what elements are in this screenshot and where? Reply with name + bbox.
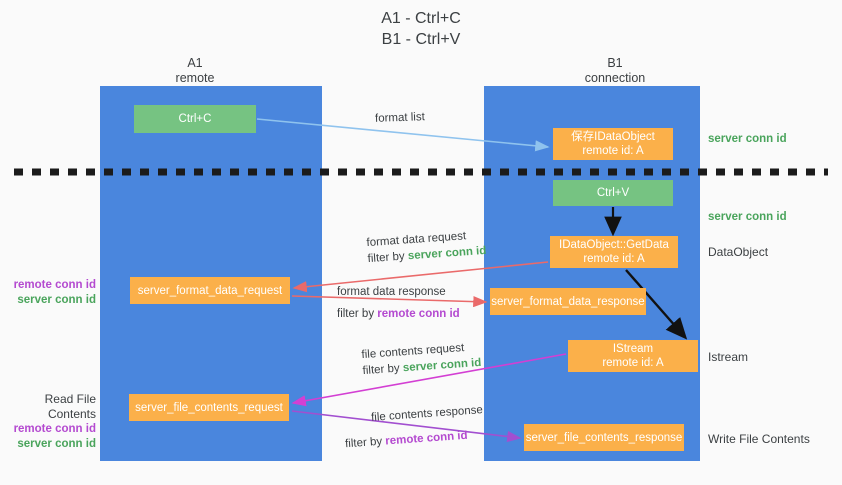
- label-group-conn-ids-lower: Read File Contents remote conn id server…: [4, 392, 96, 452]
- box-ctrl-v-label: Ctrl+V: [596, 187, 630, 199]
- box-istream-line1: IStream: [612, 343, 654, 355]
- box-save-idataobject-line2: remote id: A: [582, 145, 644, 157]
- label-write-file-contents: Write File Contents: [708, 432, 810, 446]
- box-server-format-data-response-label: server_format_data_response: [491, 295, 645, 308]
- box-idataobject-getdata[interactable]: IDataObject::GetData remote id: A: [550, 236, 678, 268]
- filter-key-server-conn-id: server conn id: [407, 244, 487, 263]
- flow-label-file-contents-response-filter: filter by remote conn id: [345, 428, 469, 453]
- box-ctrl-c[interactable]: Ctrl+C: [134, 105, 256, 133]
- label-server-conn-id-upper: server conn id: [17, 294, 96, 306]
- filter-key-remote-conn-id: remote conn id: [377, 308, 460, 320]
- flow-format-data-response-title: format data response: [337, 286, 446, 298]
- box-ctrl-c-label: Ctrl+C: [178, 113, 212, 125]
- flow-label-file-contents-response: file contents response: [370, 404, 484, 424]
- title-line-1: A1 - Ctrl+C: [381, 10, 461, 27]
- label-read-file-contents: Read File Contents: [44, 392, 96, 421]
- title-line-2: B1 - Ctrl+V: [381, 31, 461, 48]
- filter-key-server-conn-id: server conn id: [402, 356, 482, 375]
- box-server-file-contents-response[interactable]: server_file_contents_response: [524, 424, 684, 451]
- box-save-idataobject[interactable]: 保存IDataObject remote id: A: [553, 128, 673, 160]
- box-save-idataobject-line1: 保存IDataObject: [571, 131, 655, 143]
- box-getdata-line1: IDataObject::GetData: [559, 239, 669, 251]
- label-group-conn-ids-upper: remote conn id server conn id: [8, 278, 96, 308]
- filter-prefix: filter by: [337, 308, 378, 320]
- box-ctrl-v[interactable]: Ctrl+V: [553, 180, 673, 206]
- label-remote-conn-id-upper: remote conn id: [13, 279, 96, 291]
- lane-header-b1: B1 connection: [540, 56, 690, 86]
- lane-b1-sub: connection: [584, 71, 646, 85]
- box-server-file-contents-response-label: server_file_contents_response: [525, 431, 683, 444]
- label-server-conn-id-top: server conn id: [708, 133, 787, 145]
- flow-label-format-data-response-filter: filter by remote conn id: [337, 306, 460, 322]
- label-dataobject: DataObject: [708, 245, 769, 259]
- label-remote-conn-id-lower: remote conn id: [13, 423, 96, 435]
- filter-prefix: filter by: [362, 362, 404, 378]
- label-server-conn-id-mid: server conn id: [708, 211, 787, 223]
- flow-label-format-list: format list: [374, 111, 426, 125]
- box-server-format-data-response[interactable]: server_format_data_response: [490, 288, 646, 315]
- filter-key-remote-conn-id: remote conn id: [384, 429, 468, 448]
- box-server-file-contents-request[interactable]: server_file_contents_request: [129, 394, 289, 421]
- box-istream-line2: remote id: A: [602, 357, 664, 369]
- label-server-conn-id-lower: server conn id: [17, 438, 96, 450]
- box-istream[interactable]: IStream remote id: A: [568, 340, 698, 372]
- box-server-format-data-request[interactable]: server_format_data_request: [130, 277, 290, 304]
- lane-a1-sub: remote: [175, 71, 215, 85]
- box-getdata-line2: remote id: A: [583, 253, 645, 265]
- lane-header-a1: A1 remote: [120, 56, 270, 86]
- lane-a1-name: A1: [187, 56, 203, 70]
- box-server-file-contents-request-label: server_file_contents_request: [135, 401, 283, 414]
- filter-prefix: filter by: [344, 435, 386, 451]
- label-istream: Istream: [708, 350, 749, 364]
- flow-label-format-data-request: format data request filter by server con…: [366, 227, 487, 267]
- box-server-format-data-request-label: server_format_data_request: [137, 284, 283, 297]
- flow-label-format-data-response: format data response: [337, 284, 446, 300]
- flow-label-file-contents-request: file contents request filter by server c…: [361, 339, 482, 379]
- diagram-title: A1 - Ctrl+C B1 - Ctrl+V: [0, 8, 842, 50]
- lane-b1-name: B1: [607, 56, 623, 70]
- filter-prefix: filter by: [367, 250, 409, 266]
